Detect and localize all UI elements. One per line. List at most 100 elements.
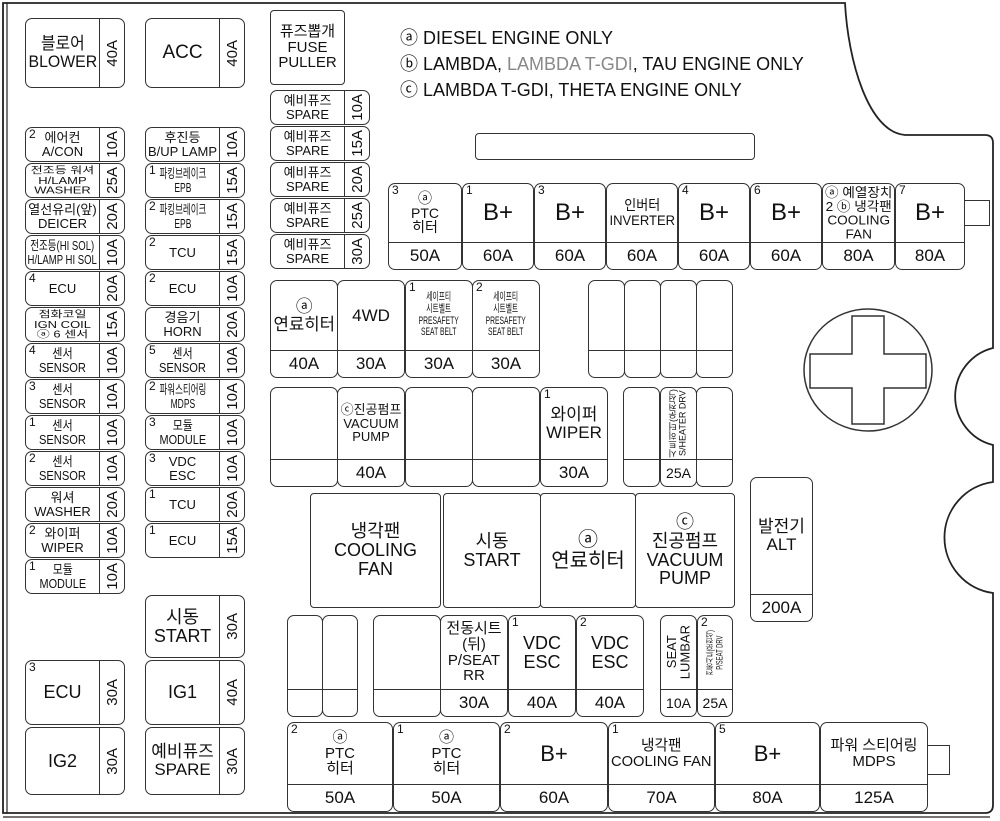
- fuse-rating-text: 125A: [854, 788, 894, 807]
- fuse-rating: 80A: [823, 242, 894, 269]
- fuse-label-line: 모듈: [172, 417, 193, 433]
- fuse-number: 1: [466, 183, 473, 197]
- fuse-label: B+: [463, 184, 533, 242]
- fuse-label-line: 예비퓨즈: [283, 92, 332, 108]
- fuse-label-line: 전동시트(운전석): [704, 630, 715, 675]
- fuse-rating: 25A: [344, 199, 369, 232]
- fuse-label-line: 진공펌프: [651, 530, 719, 551]
- fuse-label: ECU: [26, 661, 99, 724]
- fuse-label-line: TCU: [169, 244, 196, 260]
- fuse-rating-text: 30A: [348, 238, 366, 265]
- fuse-rating: 70A: [609, 784, 714, 811]
- fuse-number: 2: [149, 271, 156, 285]
- fuse-rating: 30A: [99, 661, 124, 724]
- divider: [625, 350, 660, 351]
- fuse-rating: 40A: [271, 350, 337, 377]
- fuse-label-line: 연료히터: [273, 314, 335, 334]
- fuse-label-line: P/SEAT: [447, 651, 501, 669]
- fuse-label-line: COOLING: [333, 540, 417, 561]
- fuse-number: 1: [512, 615, 519, 629]
- fuse-label-line: 발전기: [758, 517, 805, 537]
- fuse-label-line: B/UP LAMP: [147, 143, 218, 159]
- fuse-rating: 20A: [219, 308, 244, 341]
- fuse-rating-text: 10A: [103, 419, 121, 446]
- fuse-rating: 10A: [219, 452, 244, 485]
- fuse-rating-text: 60A: [770, 246, 802, 265]
- fuse-label-line: 센서: [52, 453, 73, 469]
- empty-fuse-slot: [696, 387, 733, 487]
- fuse-rating-text: 20A: [223, 311, 241, 338]
- fuse-rating-text: 15A: [223, 527, 241, 554]
- fuse-label-line: (뒤): [462, 635, 486, 653]
- fuse-rating-text: 30A: [103, 679, 121, 706]
- fuse-label-line: 경음기: [164, 309, 201, 325]
- fuse-rating-text: 10A: [103, 383, 121, 410]
- fuse-label-line: B+: [914, 199, 946, 227]
- fuse-rating-text: 25A: [348, 202, 366, 229]
- fuse-rating-text: 25A: [666, 465, 691, 481]
- fuse-label-line: ⓒ진공펌프: [340, 402, 402, 418]
- fuse-number: 2: [149, 379, 156, 393]
- fuse-rating: 40A: [219, 661, 244, 724]
- fuse-label-line: WIPER: [41, 539, 84, 555]
- fuse-rating: 10A: [99, 236, 124, 269]
- fuse-label-line: 점화코일: [38, 308, 87, 320]
- empty-fuse-slot: [696, 280, 733, 378]
- fuse-label-line: 시트벨트: [493, 302, 519, 315]
- fuse-number: 3: [29, 660, 36, 674]
- fuse-rating: 25A: [661, 459, 696, 486]
- fuse-label-line: 와이퍼: [550, 404, 598, 424]
- fuse-number: 2: [149, 199, 156, 213]
- fuse-rating: 10A: [219, 416, 244, 449]
- fuse-label-line: PULLER: [278, 54, 337, 72]
- fuse-label-line: 예비퓨즈: [283, 236, 332, 252]
- fuse-rating-text: 50A: [324, 788, 356, 807]
- fuse-label-line: H/LAMP HI SOL: [27, 251, 98, 267]
- fuse-label-line: 모듈: [52, 561, 73, 577]
- fuse-label-line: B+: [698, 199, 730, 227]
- legend-lambda-tau: ⓑ LAMBDA, LAMBDA T-GDI, TAU ENGINE ONLY: [400, 54, 804, 74]
- fuse-number: 1: [29, 415, 36, 429]
- fuse-label-line: A/CON: [41, 143, 84, 159]
- fuse-rating-text: 40A: [594, 693, 626, 712]
- fuse-rating: 60A: [535, 242, 605, 269]
- empty-fuse-slot: [287, 615, 323, 717]
- fuse-rating-text: 30A: [458, 693, 490, 712]
- fuse-number: 2: [291, 722, 298, 736]
- fuse-number: 2: [149, 235, 156, 249]
- fuse-label-line: VDC: [590, 632, 629, 653]
- fuse-rating-text: 70A: [646, 788, 677, 807]
- fuse-label-line: SPARE: [285, 250, 330, 266]
- fuse-rating-text: 80A: [752, 788, 783, 807]
- fuse-label-line: 냉각팬: [641, 736, 682, 754]
- fuse-rating-text: 60A: [626, 246, 658, 265]
- fuse-rating-text: 10A: [103, 131, 121, 158]
- fuse-label-line: SPARE: [285, 214, 330, 230]
- fuse-label-line: START: [463, 549, 521, 570]
- fuse-label-line: 파워 스티어링: [830, 736, 918, 754]
- fuse-rating: 10A: [99, 560, 124, 593]
- fuse-rating: 40A: [577, 689, 643, 716]
- fuse-label-line: 파킹브레이크: [159, 201, 206, 217]
